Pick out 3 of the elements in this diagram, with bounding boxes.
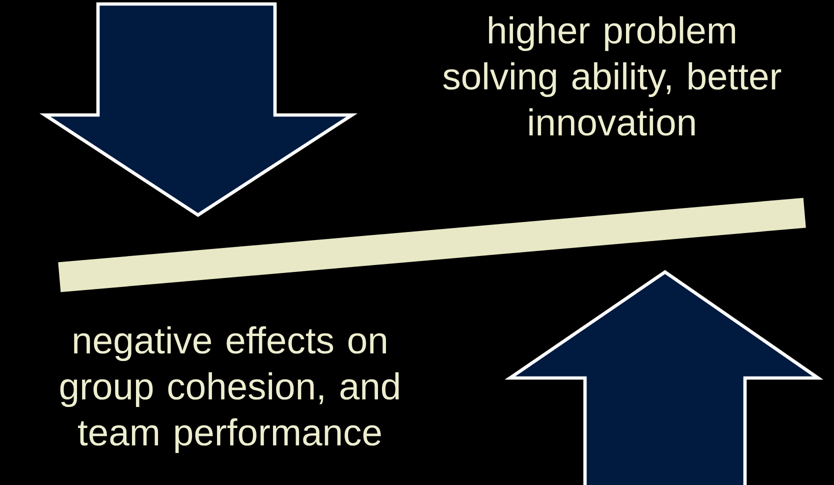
- label-text: higher problem solving ability, better innovation: [443, 16, 782, 136]
- seesaw-bar: [58, 198, 806, 292]
- label-text: negative effects on group cohesion, and team performance: [60, 326, 399, 454]
